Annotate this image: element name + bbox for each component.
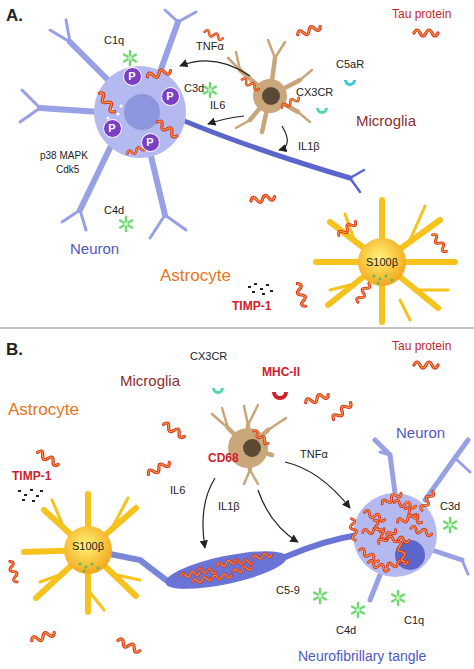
receptor-label: C5aR [336, 58, 364, 71]
complement-star [204, 83, 216, 97]
microglia-nucleus [262, 87, 280, 105]
phosphate-circle: P [161, 87, 180, 106]
receptor-label: CX3CR [190, 350, 227, 363]
molecule-label: C3d [184, 82, 204, 95]
cytokine-label: IL6 [210, 99, 225, 112]
microglia-nucleus [243, 439, 261, 457]
legend-label: Tau protein [392, 8, 451, 22]
receptor-c5ar [344, 80, 356, 86]
cytokine-arrow [180, 61, 250, 76]
receptor-cx3cr [212, 388, 224, 394]
panel-divider [0, 327, 474, 328]
molecule-label: C4d [336, 624, 356, 637]
complement-star [120, 217, 132, 231]
marker-label: S100β [72, 540, 104, 553]
cytokine-label: IL1β [298, 140, 320, 153]
marker-label: TIMP-1 [12, 470, 51, 484]
astrocyte-granules [78, 562, 99, 572]
complement-star [444, 518, 456, 532]
cell-label: Neuron [396, 424, 445, 441]
phosphate-label: P [146, 137, 153, 148]
cell-label: Microglia [120, 372, 180, 389]
neuron-soma [94, 66, 186, 158]
complement-star [352, 603, 364, 617]
cytokine-label: TNFα [300, 448, 328, 461]
tau-protein [7, 450, 171, 654]
marker-label: MHC-II [262, 366, 300, 380]
cytokine-arrow [285, 462, 350, 508]
cytokine-arrow [258, 490, 298, 542]
molecule-label: C1q [104, 34, 124, 47]
axon [285, 535, 358, 557]
tau-aggregate [180, 552, 272, 584]
molecule-label: C5-9 [276, 584, 300, 597]
complement-star [392, 591, 404, 605]
receptor-label: CX3CR [296, 86, 333, 99]
neuron-nucleus [395, 540, 425, 570]
phosphate-label: P [128, 71, 135, 82]
complement-star [314, 589, 326, 603]
axon [182, 120, 350, 178]
microglia-processes [212, 405, 286, 484]
complement-star [124, 51, 136, 65]
timp-dots [248, 283, 273, 295]
swollen-axon [162, 543, 289, 596]
axon-terminal [350, 170, 364, 192]
phosphate-circle: P [123, 67, 142, 86]
cytokine-label: IL6 [170, 484, 185, 497]
phosphate-circle: P [103, 119, 122, 138]
astrocyte-granules [372, 274, 393, 284]
figure-label: Neurofibrillary tangle [298, 648, 426, 664]
marker-label: TIMP-1 [232, 300, 271, 314]
cell-label: Neuron [70, 240, 119, 257]
cell-label: Astrocyte [8, 400, 79, 420]
tau-protein [204, 30, 449, 308]
legend-label: Tau protein [392, 340, 451, 354]
cytokine-label: TNFα [196, 40, 224, 53]
astrocyte-soma [358, 238, 406, 286]
neurofibrillary-tangle [349, 490, 435, 572]
phosphate-label: P [108, 123, 115, 134]
neuron-dendrites [20, 10, 196, 238]
cytokine-label: IL1β [218, 500, 240, 513]
cytokine-arrow [279, 126, 287, 150]
timp-dots [18, 489, 43, 502]
phosphate-circle: P [141, 133, 160, 152]
molecule-label: C3d [440, 500, 460, 513]
cytokine-arrow [208, 116, 244, 124]
panel-letter: B. [6, 340, 23, 360]
cell-label: Astrocyte [160, 266, 231, 286]
panel-letter: A. [6, 6, 23, 26]
marker-label: S100β [366, 256, 398, 269]
receptor-mhc-ii [272, 392, 288, 400]
cell-label: Microglia [356, 112, 416, 129]
kinase-label: p38 MAPK [40, 150, 88, 162]
molecule-label: C1q [404, 614, 424, 627]
receptor-cx3cr [316, 108, 328, 114]
astrocyte-processes [316, 200, 455, 322]
kinase-label: Cdk5 [56, 164, 79, 176]
neuron-nucleus [124, 94, 160, 130]
astrocyte-soma [64, 526, 112, 574]
cytokine-arrow [203, 478, 215, 548]
molecule-label: C4d [104, 204, 124, 217]
phosphate-label: P [166, 91, 173, 102]
marker-label: CD68 [208, 452, 239, 466]
astrocyte-processes [24, 494, 140, 612]
